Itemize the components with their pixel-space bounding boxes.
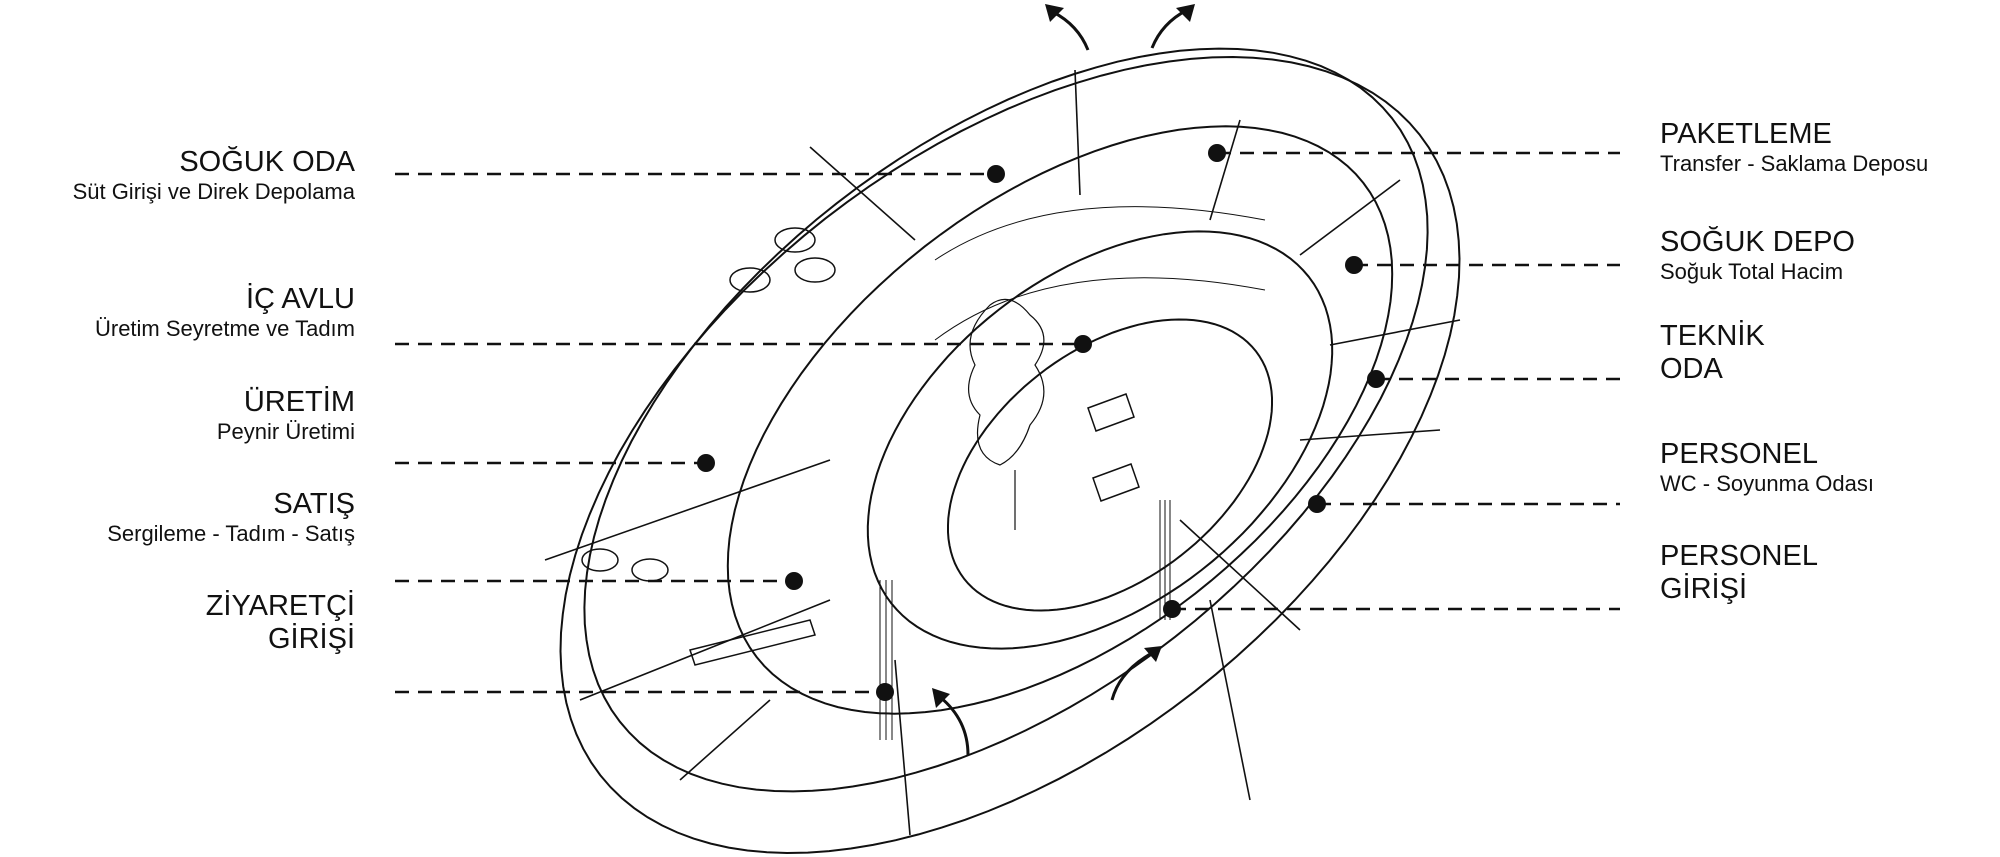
- label-title: PERSONEL: [1660, 540, 1818, 572]
- label-satis: SATIŞ Sergileme - Tadım - Satış: [107, 488, 355, 547]
- label-subtitle: WC - Soyunma Odası: [1660, 471, 1874, 497]
- courtyard-tables: [1087, 393, 1140, 502]
- sales-counter: [689, 619, 816, 666]
- label-subtitle: Transfer - Saklama Deposu: [1660, 151, 1929, 177]
- leader-lines: [395, 151, 1620, 694]
- label-title-line2: GİRİŞİ: [1660, 573, 1748, 606]
- label-subtitle: Soğuk Total Hacim: [1660, 259, 1844, 285]
- label-soguk-depo: SOĞUK DEPO Soğuk Total Hacim: [1660, 226, 1855, 285]
- exit-arrow-left: [1052, 10, 1090, 51]
- label-title: ÜRETİM: [243, 386, 355, 418]
- label-subtitle: Peynir Üretimi: [216, 419, 355, 445]
- label-title-line2: GİRİŞİ: [267, 623, 355, 656]
- partitions: [544, 69, 1461, 836]
- outer-wall-base: [559, 55, 1461, 855]
- label-paketleme: PAKETLEME Transfer - Saklama Deposu: [1660, 118, 1928, 177]
- label-soguk-oda: SOĞUK ODA Süt Girişi ve Direk Depolama: [73, 146, 355, 205]
- label-title: SOĞUK DEPO: [1660, 226, 1855, 258]
- label-title: SOĞUK ODA: [179, 146, 355, 178]
- leader-dots: [697, 144, 1385, 701]
- label-title: PAKETLEME: [1660, 118, 1832, 150]
- label-title: PERSONEL: [1660, 438, 1818, 470]
- label-title: SATIŞ: [273, 488, 355, 520]
- label-ic-avlu: İÇ AVLU Üretim Seyretme ve Tadım: [95, 283, 355, 342]
- tanks: [581, 227, 836, 582]
- label-personel: PERSONEL WC - Soyunma Odası: [1660, 438, 1874, 497]
- courtyard-wall: [866, 230, 1334, 650]
- label-title: TEKNİK: [1660, 320, 1765, 352]
- tree: [968, 298, 1045, 530]
- outer-wall-top: [583, 47, 1429, 793]
- exit-arrow-right: [1150, 8, 1188, 49]
- visitor-entry-arrow: [939, 695, 970, 756]
- label-teknik-oda: TEKNİK ODA: [1660, 320, 1765, 387]
- label-subtitle: Sergileme - Tadım - Satış: [107, 521, 355, 547]
- circulation-arrows: [939, 8, 1188, 756]
- label-title-line2: ODA: [1660, 353, 1723, 386]
- label-subtitle: Üretim Seyretme ve Tadım: [94, 316, 355, 342]
- label-subtitle: Süt Girişi ve Direk Depolama: [72, 179, 355, 205]
- arrow-heads: [932, 4, 1195, 708]
- label-title: ZİYARETÇİ: [205, 590, 355, 622]
- service-ring: [726, 125, 1394, 715]
- staff-entry-arrow: [1110, 650, 1155, 701]
- courtyard-louvres: [879, 206, 1266, 740]
- label-ziyaretci-girisi: ZİYARETÇİ GİRİŞİ: [206, 590, 355, 657]
- label-personel-girisi: PERSONEL GİRİŞİ: [1660, 540, 1818, 607]
- label-title: İÇ AVLU: [245, 283, 355, 315]
- courtyard-floor: [947, 318, 1273, 612]
- label-uretim: ÜRETİM Peynir Üretimi: [217, 386, 355, 445]
